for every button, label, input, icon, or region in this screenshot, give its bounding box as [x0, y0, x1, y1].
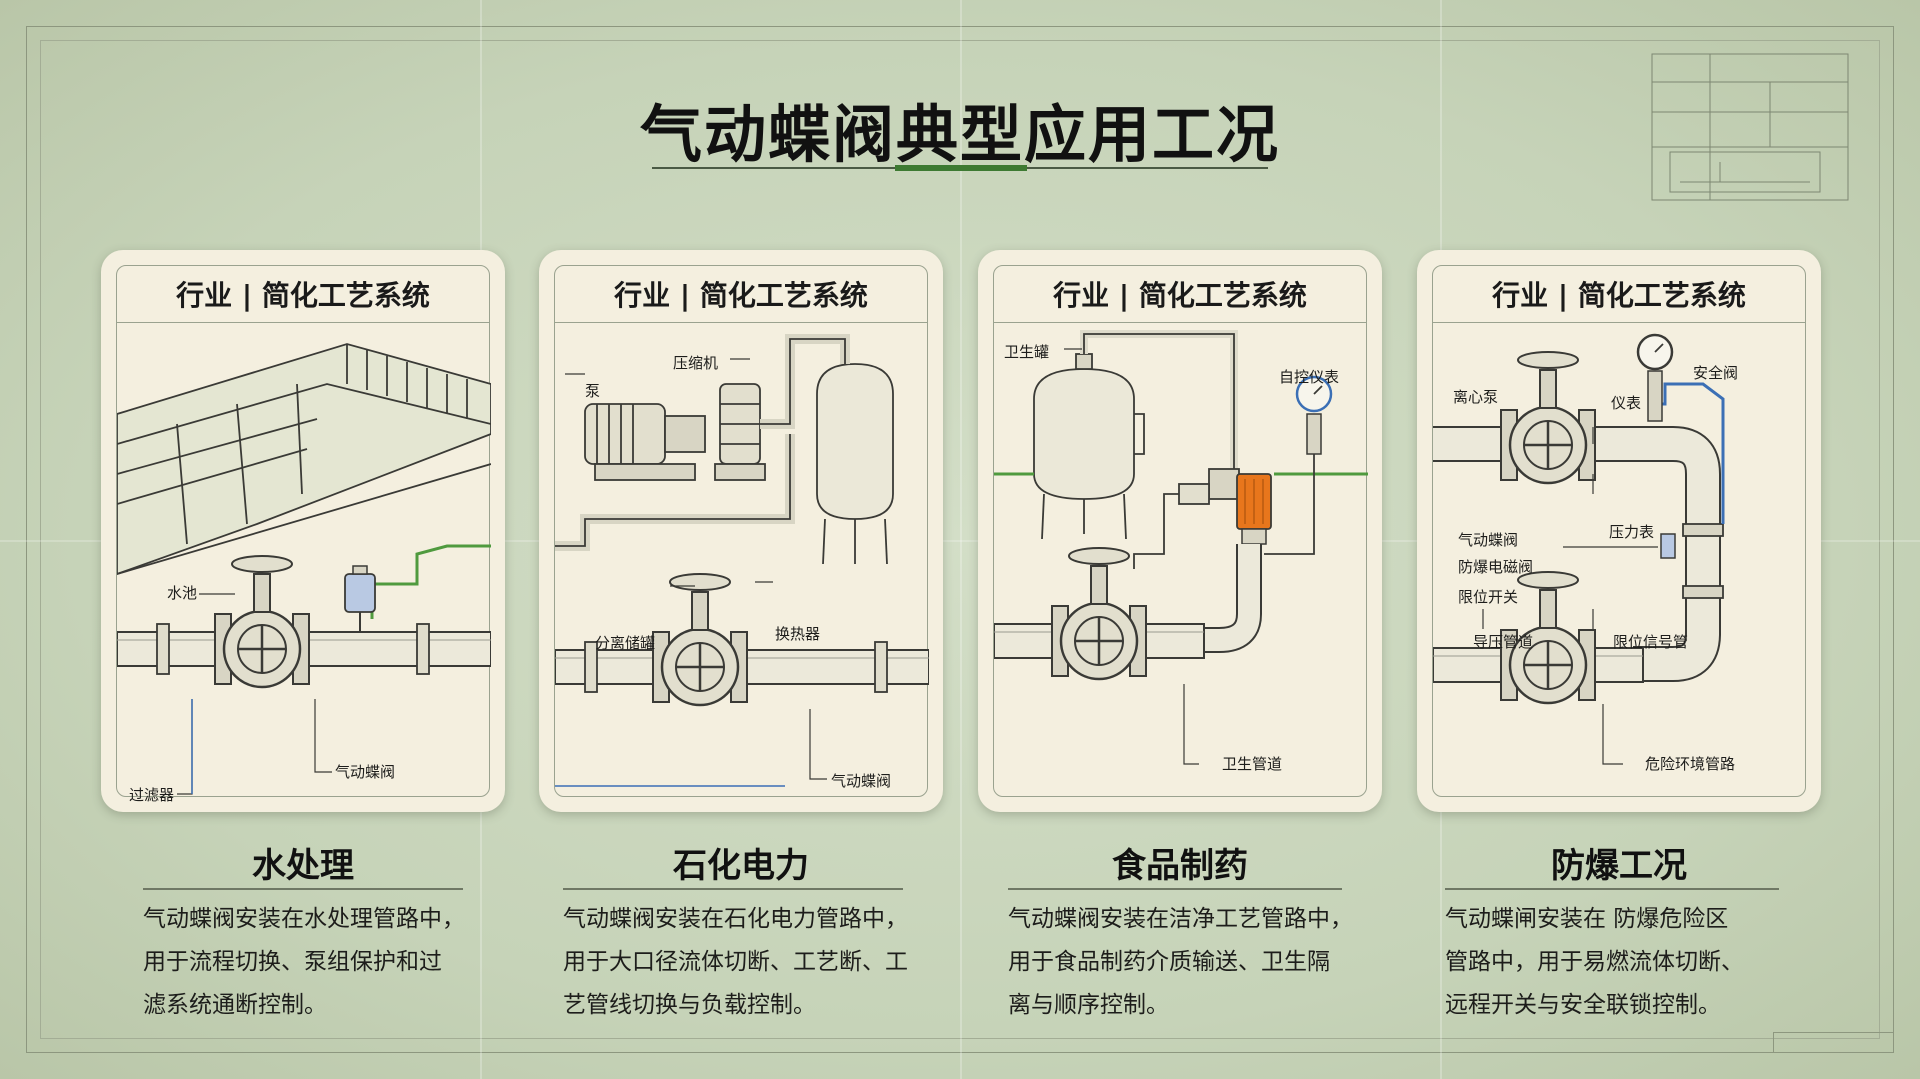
desc-line: 用于大口径流体切断、工艺断、工: [563, 949, 908, 975]
desc-line: 气动蝶阀安装在洁净工艺管路中，: [1008, 906, 1353, 932]
paper-fold: [960, 0, 962, 1079]
industry-name-food-pharma: 食品制药: [1112, 846, 1248, 886]
motor-icon: [1236, 473, 1272, 545]
label-pump: 泵: [585, 382, 601, 400]
desc-line: 远程开关与安全联锁控制。: [1445, 992, 1721, 1018]
label-pneumatic-butterfly-valve: 气动蝶阀: [1458, 531, 1519, 549]
desc-line: 用于食品制药介质输送、卫生隔: [1008, 949, 1330, 975]
description-water: 气动蝶阀安装在水处理管路中， 用于流程切换、泵组保护和过 滤系统通断控制。: [143, 898, 503, 1027]
card-explosion-proof: 行业 | 简化工艺系统: [1417, 250, 1821, 812]
caption-rule: [1008, 888, 1342, 890]
desc-line: 管路中，用于易燃流体切断、: [1445, 949, 1744, 975]
label-centrifugal-pump: 离心泵: [1453, 388, 1499, 406]
title-accent-bar: [895, 165, 1027, 171]
description-petrochem: 气动蝶阀安装在石化电力管路中， 用于大口径流体切断、工艺断、工 艺管线切换与负载…: [563, 898, 923, 1027]
drawing-border-inner: [40, 40, 1880, 1039]
water-treatment-diagram: [117, 343, 491, 795]
caption-rule: [1445, 888, 1779, 890]
description-food-pharma: 气动蝶阀安装在洁净工艺管路中， 用于食品制药介质输送、卫生隔 离与顺序控制。: [1008, 898, 1368, 1027]
label-instrument: 仪表: [1611, 394, 1642, 412]
card-petrochemical-power: 行业 | 简化工艺系统: [539, 250, 943, 812]
drawing-title-block: [1651, 53, 1849, 201]
label-sanitary-pipe: 卫生管道: [1222, 755, 1283, 773]
caption-rule: [563, 888, 903, 890]
food-pharma-diagram: [994, 330, 1368, 765]
card-frame: 行业 | 简化工艺系统: [554, 265, 929, 797]
drawing-border-outer: [26, 26, 1894, 1053]
caption-rule: [143, 888, 463, 890]
label-pressure-gauge: 压力表: [1609, 523, 1655, 541]
label-control-instrument: 自控仪表: [1279, 368, 1340, 386]
label-heat-exchanger: 换热器: [775, 625, 821, 643]
pressure-gauge-icon: [1264, 375, 1333, 555]
butterfly-valve-icon: [214, 555, 310, 689]
solenoid-icon: [1660, 533, 1676, 559]
butterfly-valve-icon: [1051, 547, 1147, 681]
label-explosion-proof-solenoid: 防爆电磁阀: [1458, 558, 1534, 576]
label-water-tank: 水池: [167, 584, 198, 602]
label-compressor: 压缩机: [673, 354, 719, 372]
label-limit-switch: 限位开关: [1458, 588, 1519, 606]
industry-name-explosion-proof: 防爆工况: [1551, 846, 1687, 886]
pressure-gauge-icon: [1636, 333, 1674, 422]
butterfly-valve-icon: [652, 573, 748, 707]
label-pneumatic-butterfly-valve: 气动蝶阀: [831, 772, 892, 790]
card-frame: 行业 | 简化工艺系统: [116, 265, 491, 804]
label-separator-tank: 分离储罐: [595, 634, 656, 652]
petrochemical-diagram: [555, 334, 929, 787]
drawing-corner-block: [1773, 1032, 1894, 1053]
desc-line: 气动蝶阀安装在水处理管路中，: [143, 906, 465, 932]
desc-line: 气动蝶闸安装在 防爆危险区: [1445, 906, 1729, 932]
industry-name-water: 水处理: [252, 846, 354, 886]
desc-line: 艺管线切换与负载控制。: [563, 992, 816, 1018]
card-header: 行业 | 简化工艺系统: [555, 266, 927, 323]
pump-icon: [584, 403, 706, 481]
card-food-pharma: 行业 | 简化工艺系统: [978, 250, 1382, 812]
desc-line: 滤系统通断控制。: [143, 992, 327, 1018]
explosion-proof-diagram: [1433, 333, 1725, 765]
card-frame: 行业 | 简化工艺系统: [993, 265, 1368, 797]
desc-line: 离与顺序控制。: [1008, 992, 1169, 1018]
description-explosion-proof: 气动蝶闸安装在 防爆危险区 管路中，用于易燃流体切断、 远程开关与安全联锁控制。: [1445, 898, 1805, 1027]
label-hazardous-area-pipeline: 危险环境管路: [1645, 755, 1736, 773]
label-pneumatic-butterfly-valve: 气动蝶阀: [335, 763, 396, 781]
label-impulse-pipe: 导压管道: [1473, 633, 1534, 651]
desc-line: 用于流程切换、泵组保护和过: [143, 949, 442, 975]
label-safety-valve: 安全阀: [1693, 364, 1739, 382]
industry-name-petrochem: 石化电力: [673, 846, 809, 886]
tank-icon: [816, 363, 894, 565]
label-sanitary-tank: 卫生罐: [1004, 343, 1050, 361]
paper-fold: [0, 540, 1920, 542]
card-header: 行业 | 简化工艺系统: [1433, 266, 1805, 323]
filter-icon: [344, 565, 376, 632]
page-title: 气动蝶阀典型应用工况: [639, 98, 1280, 171]
tank-icon: [1033, 353, 1145, 540]
desc-line: 气动蝶阀安装在石化电力管路中，: [563, 906, 908, 932]
card-water-treatment: 行业 | 简化工艺系统: [101, 250, 505, 812]
card-frame: 行业 | 简化工艺系统: [1432, 265, 1806, 797]
butterfly-valve-icon: [1500, 571, 1596, 705]
label-limit-signal-pipe: 限位信号管: [1613, 633, 1689, 651]
card-header: 行业 | 简化工艺系统: [994, 266, 1366, 323]
label-filter: 过滤器: [129, 786, 175, 804]
butterfly-valve-icon: [1500, 351, 1596, 485]
card-header: 行业 | 简化工艺系统: [117, 266, 489, 323]
